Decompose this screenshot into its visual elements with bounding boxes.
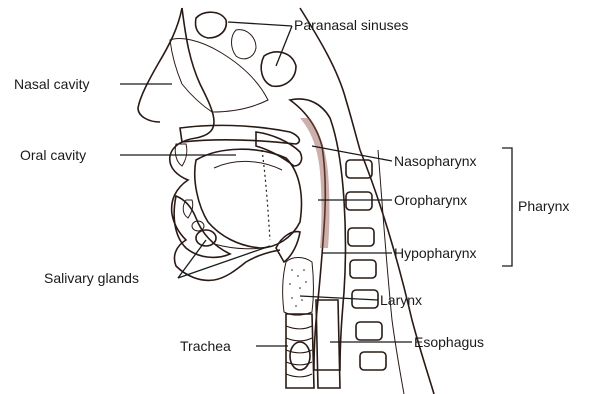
sphenoid-sinus xyxy=(261,52,296,86)
label-oropharynx: Oropharynx xyxy=(394,192,467,208)
label-oral-cavity: Oral cavity xyxy=(20,147,86,163)
pharynx-bracket xyxy=(502,148,512,266)
nasal-cavity-region xyxy=(170,39,268,113)
ethmoid-sinus xyxy=(232,30,257,59)
vertebra-6 xyxy=(356,322,382,340)
frontal-sinus xyxy=(196,12,227,38)
palate xyxy=(180,125,299,144)
tongue xyxy=(195,149,302,248)
label-pharynx: Pharynx xyxy=(518,198,569,214)
leader-salivary-glands-1 xyxy=(178,240,206,278)
leader-paranasal-sinuses xyxy=(228,22,292,26)
larynx-stipple xyxy=(289,269,307,307)
tongue-dorsum xyxy=(214,161,282,170)
vertebra-3 xyxy=(348,228,374,246)
label-salivary-glands: Salivary glands xyxy=(44,270,139,286)
labels: Paranasal sinuses Nasal cavity Oral cavi… xyxy=(14,17,569,354)
label-nasopharynx: Nasopharynx xyxy=(394,153,477,169)
leader-lines xyxy=(120,22,512,346)
lower-jaw xyxy=(174,196,230,257)
vertebra-7 xyxy=(360,352,386,370)
esophagus xyxy=(316,300,340,388)
anatomy-illustration xyxy=(138,8,434,394)
leader-larynx xyxy=(300,296,378,300)
label-esophagus: Esophagus xyxy=(414,334,484,350)
label-trachea: Trachea xyxy=(180,338,231,354)
thyroid-gland xyxy=(290,342,310,370)
vertebra-2 xyxy=(346,192,372,210)
label-hypopharynx: Hypopharynx xyxy=(394,245,477,261)
pharynx-inner-shade xyxy=(300,118,330,248)
submandibular-gland xyxy=(196,230,216,246)
larynx-region xyxy=(283,258,314,316)
label-nasal-cavity: Nasal cavity xyxy=(14,76,89,92)
leader-paranasal-sinuses-2 xyxy=(276,26,292,66)
posterior-neck-outline xyxy=(360,150,434,394)
label-paranasal-sinuses: Paranasal sinuses xyxy=(294,17,408,33)
cervical-spine xyxy=(346,150,434,394)
vertebra-4 xyxy=(350,260,376,278)
label-larynx: Larynx xyxy=(380,292,422,308)
